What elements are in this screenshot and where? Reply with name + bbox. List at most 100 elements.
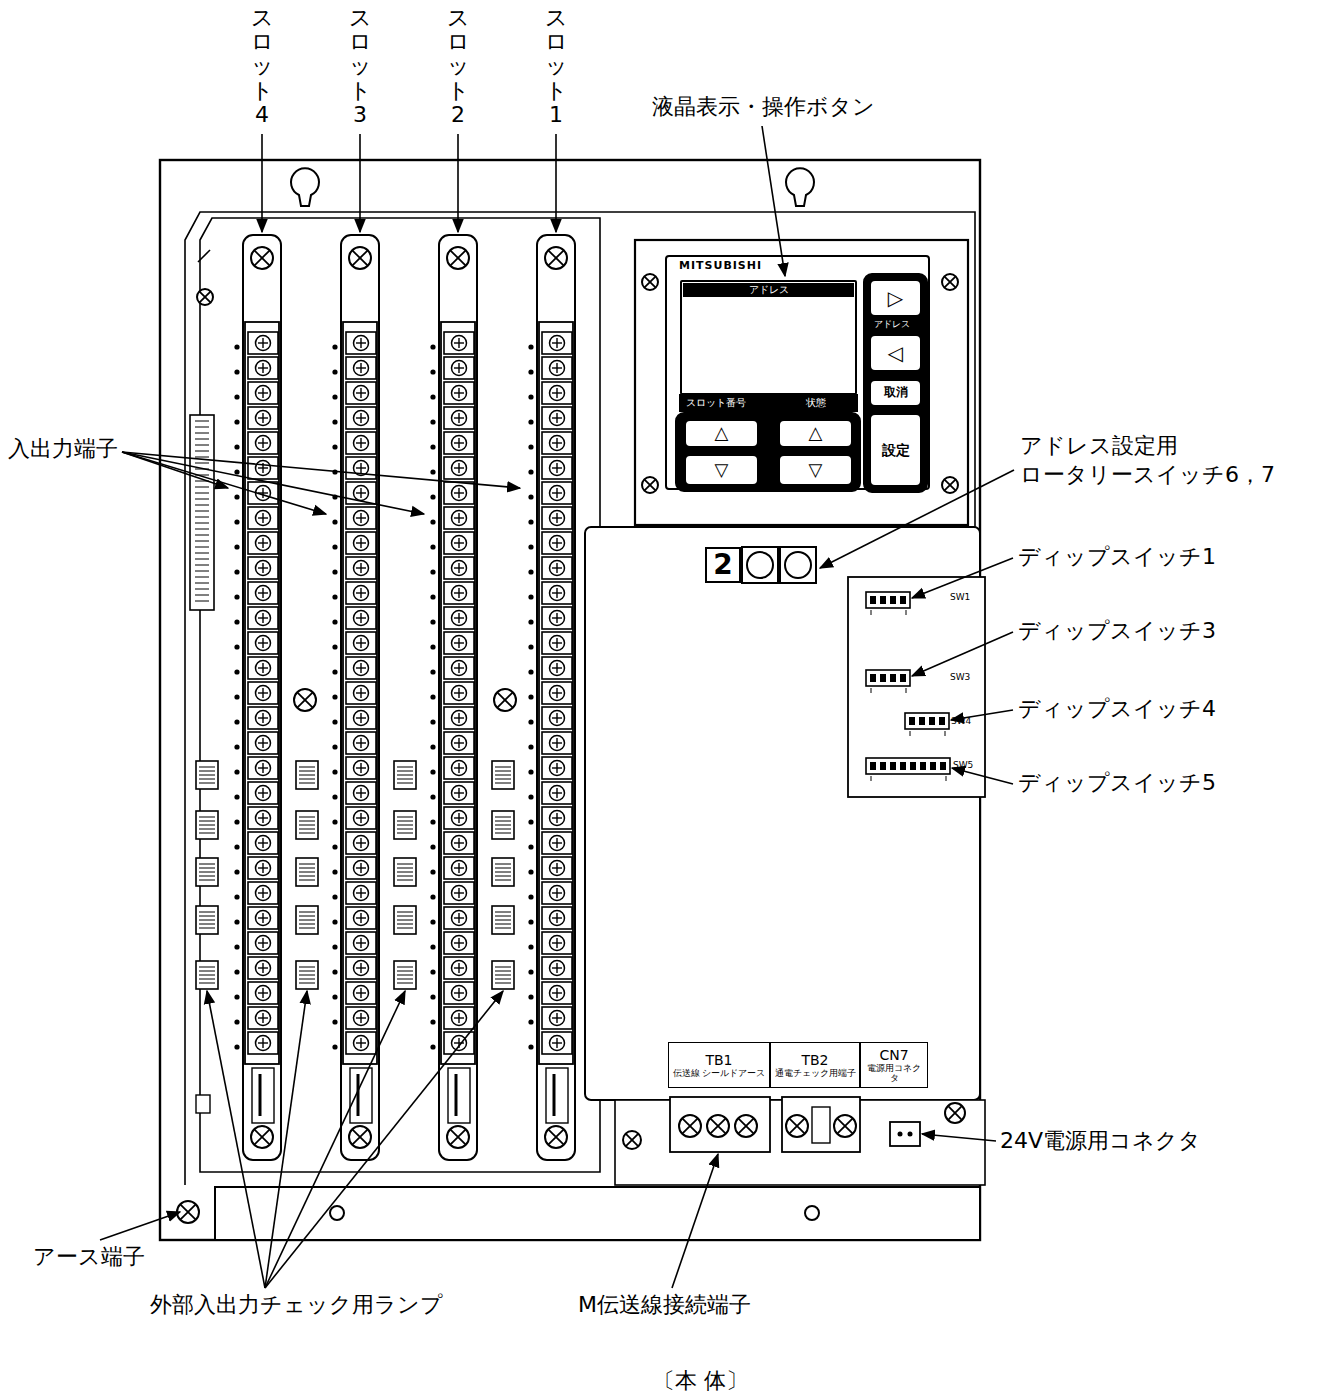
terminal-screw <box>452 636 467 651</box>
rotary-dial <box>785 552 811 578</box>
terminal-screw <box>354 961 369 976</box>
terminal-screw <box>550 811 565 826</box>
terminal-dot <box>430 894 435 899</box>
lcd-panel: MITSUBISHIアドレス▷◁取消設定△▽△▽ <box>665 255 930 490</box>
terminal <box>444 757 474 779</box>
terminal-dot <box>430 644 435 649</box>
button-label: △ <box>809 423 823 444</box>
terminal-screw-slot <box>458 938 459 948</box>
terminal <box>248 482 278 504</box>
terminal <box>444 632 474 654</box>
terminal-screw-slot <box>458 388 459 398</box>
lamp-line <box>199 872 215 873</box>
terminal-strip <box>341 235 379 1160</box>
terminal-dot <box>332 369 337 374</box>
button-label: 取消 <box>884 386 908 400</box>
terminal-screw <box>256 536 271 551</box>
keyhole <box>786 168 814 206</box>
connector-pin <box>195 457 209 458</box>
dip-lever <box>939 717 945 725</box>
terminal-dot <box>234 944 239 949</box>
lamp-line <box>299 880 315 881</box>
terminal-dot <box>234 369 239 374</box>
screw-slot <box>353 1130 368 1145</box>
dip-lever <box>870 674 876 682</box>
dip-lever <box>880 674 886 682</box>
terminal <box>444 707 474 729</box>
dip-lever <box>940 762 946 770</box>
terminal-dot <box>234 644 239 649</box>
lamp-line <box>299 833 315 834</box>
connector-pin <box>195 487 209 488</box>
terminal-screw <box>354 986 369 1001</box>
terminal-screw-slot <box>458 963 459 973</box>
terminal-screw <box>354 361 369 376</box>
terminal-dot <box>234 919 239 924</box>
button-caption: アドレス <box>874 319 910 329</box>
leader-arrow <box>457 134 459 232</box>
lamp-line <box>397 779 413 780</box>
screw <box>447 1126 469 1148</box>
terminal-screw-slot <box>556 563 557 573</box>
screw-slot <box>255 1130 270 1145</box>
terminal-screw-slot <box>458 613 459 623</box>
screw-slot <box>451 1130 466 1145</box>
dip-lever <box>890 596 896 604</box>
screw-slot <box>683 1119 698 1134</box>
terminal-screw-slot <box>262 713 263 723</box>
lamp-line <box>495 779 511 780</box>
mount-hole <box>805 1206 819 1220</box>
terminal <box>248 982 278 1004</box>
terminal-screw <box>256 436 271 451</box>
lcd-caption: スロット番号 <box>686 397 746 409</box>
terminal-dot <box>528 1044 533 1049</box>
terminal-screw-slot <box>262 413 263 423</box>
terminal-dot <box>430 744 435 749</box>
connector-pin <box>195 541 209 542</box>
terminal-dot <box>234 519 239 524</box>
terminal-screw-slot <box>360 363 361 373</box>
terminal-screw-slot <box>458 888 459 898</box>
terminal <box>346 807 376 829</box>
button-label: △ <box>715 423 729 444</box>
terminal-screw <box>550 411 565 426</box>
leader-arrow <box>122 452 520 488</box>
check-lamp <box>196 811 218 839</box>
lamp-line <box>495 967 511 968</box>
terminal-screw-slot <box>360 713 361 723</box>
terminal-screw <box>256 911 271 926</box>
connector-pin <box>195 559 209 560</box>
connector-pin <box>195 589 209 590</box>
dip-panel <box>848 577 985 797</box>
lamp-line <box>495 829 511 830</box>
rotary-dial <box>747 552 773 578</box>
caption: 〔本 体〕 <box>653 1368 748 1394</box>
screw <box>707 1115 729 1137</box>
check-lamp <box>492 906 514 934</box>
terminal-dot <box>430 669 435 674</box>
terminal-screw <box>452 936 467 951</box>
terminal-screw-slot <box>458 738 459 748</box>
connector-pin <box>195 445 209 446</box>
lamp-line <box>397 916 413 917</box>
terminal-dot <box>332 919 337 924</box>
terminal-screw-slot <box>360 1013 361 1023</box>
terminal-dot <box>528 994 533 999</box>
terminal-screw-slot <box>360 688 361 698</box>
terminal-screw <box>550 986 565 1001</box>
screw <box>545 1126 567 1148</box>
leader-arrow <box>762 126 785 276</box>
button-label: ▷ <box>888 287 903 310</box>
check-lamp <box>296 906 318 934</box>
callout-label: アース端子 <box>33 1244 145 1270</box>
terminal-screw <box>256 886 271 901</box>
lamp-line <box>495 912 511 913</box>
terminal <box>542 807 572 829</box>
terminal <box>444 882 474 904</box>
switch-name: SW5 <box>953 760 973 770</box>
terminal-screw-slot <box>360 838 361 848</box>
terminal <box>542 657 572 679</box>
screw-slot <box>838 1119 853 1134</box>
callout-label: ディップスイッチ5 <box>1018 770 1216 796</box>
terminal-screw-slot <box>458 713 459 723</box>
